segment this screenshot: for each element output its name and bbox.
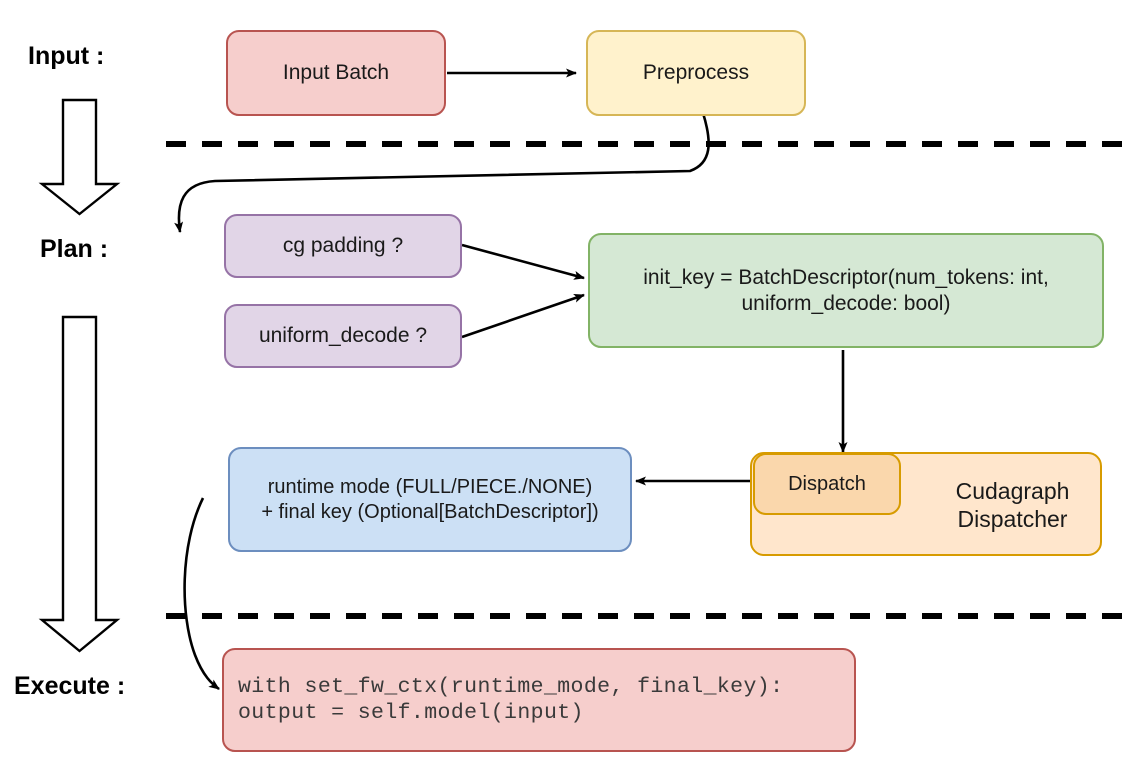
node-cg-padding[interactable]: cg padding ? bbox=[224, 214, 462, 278]
edge-runtime-mode-to-execute-code bbox=[183, 497, 220, 691]
node-execute-code[interactable]: with set_fw_ctx(runtime_mode, final_key)… bbox=[222, 648, 856, 752]
block-arrow-plan-to-execute bbox=[38, 315, 121, 653]
block-arrow-input-to-plan bbox=[38, 98, 121, 216]
stage-label-input: Input : bbox=[28, 42, 105, 70]
node-init-key[interactable]: init_key = BatchDescriptor(num_tokens: i… bbox=[588, 233, 1104, 348]
edge-cg-padding-to-init-key bbox=[461, 243, 585, 280]
node-preprocess[interactable]: Preprocess bbox=[586, 30, 806, 116]
node-input-batch[interactable]: Input Batch bbox=[226, 30, 446, 116]
node-cudagraph-dispatcher-label: Cudagraph Dispatcher bbox=[955, 477, 1070, 532]
edge-uniform-decode-to-init-key bbox=[461, 293, 585, 339]
node-dispatch[interactable]: Dispatch bbox=[753, 453, 901, 515]
stage-label-execute: Execute : bbox=[14, 672, 126, 700]
stage-label-plan: Plan : bbox=[40, 235, 109, 263]
node-uniform-decode[interactable]: uniform_decode ? bbox=[224, 304, 462, 368]
node-runtime-mode[interactable]: runtime mode (FULL/PIECE./NONE) + final … bbox=[228, 447, 632, 552]
